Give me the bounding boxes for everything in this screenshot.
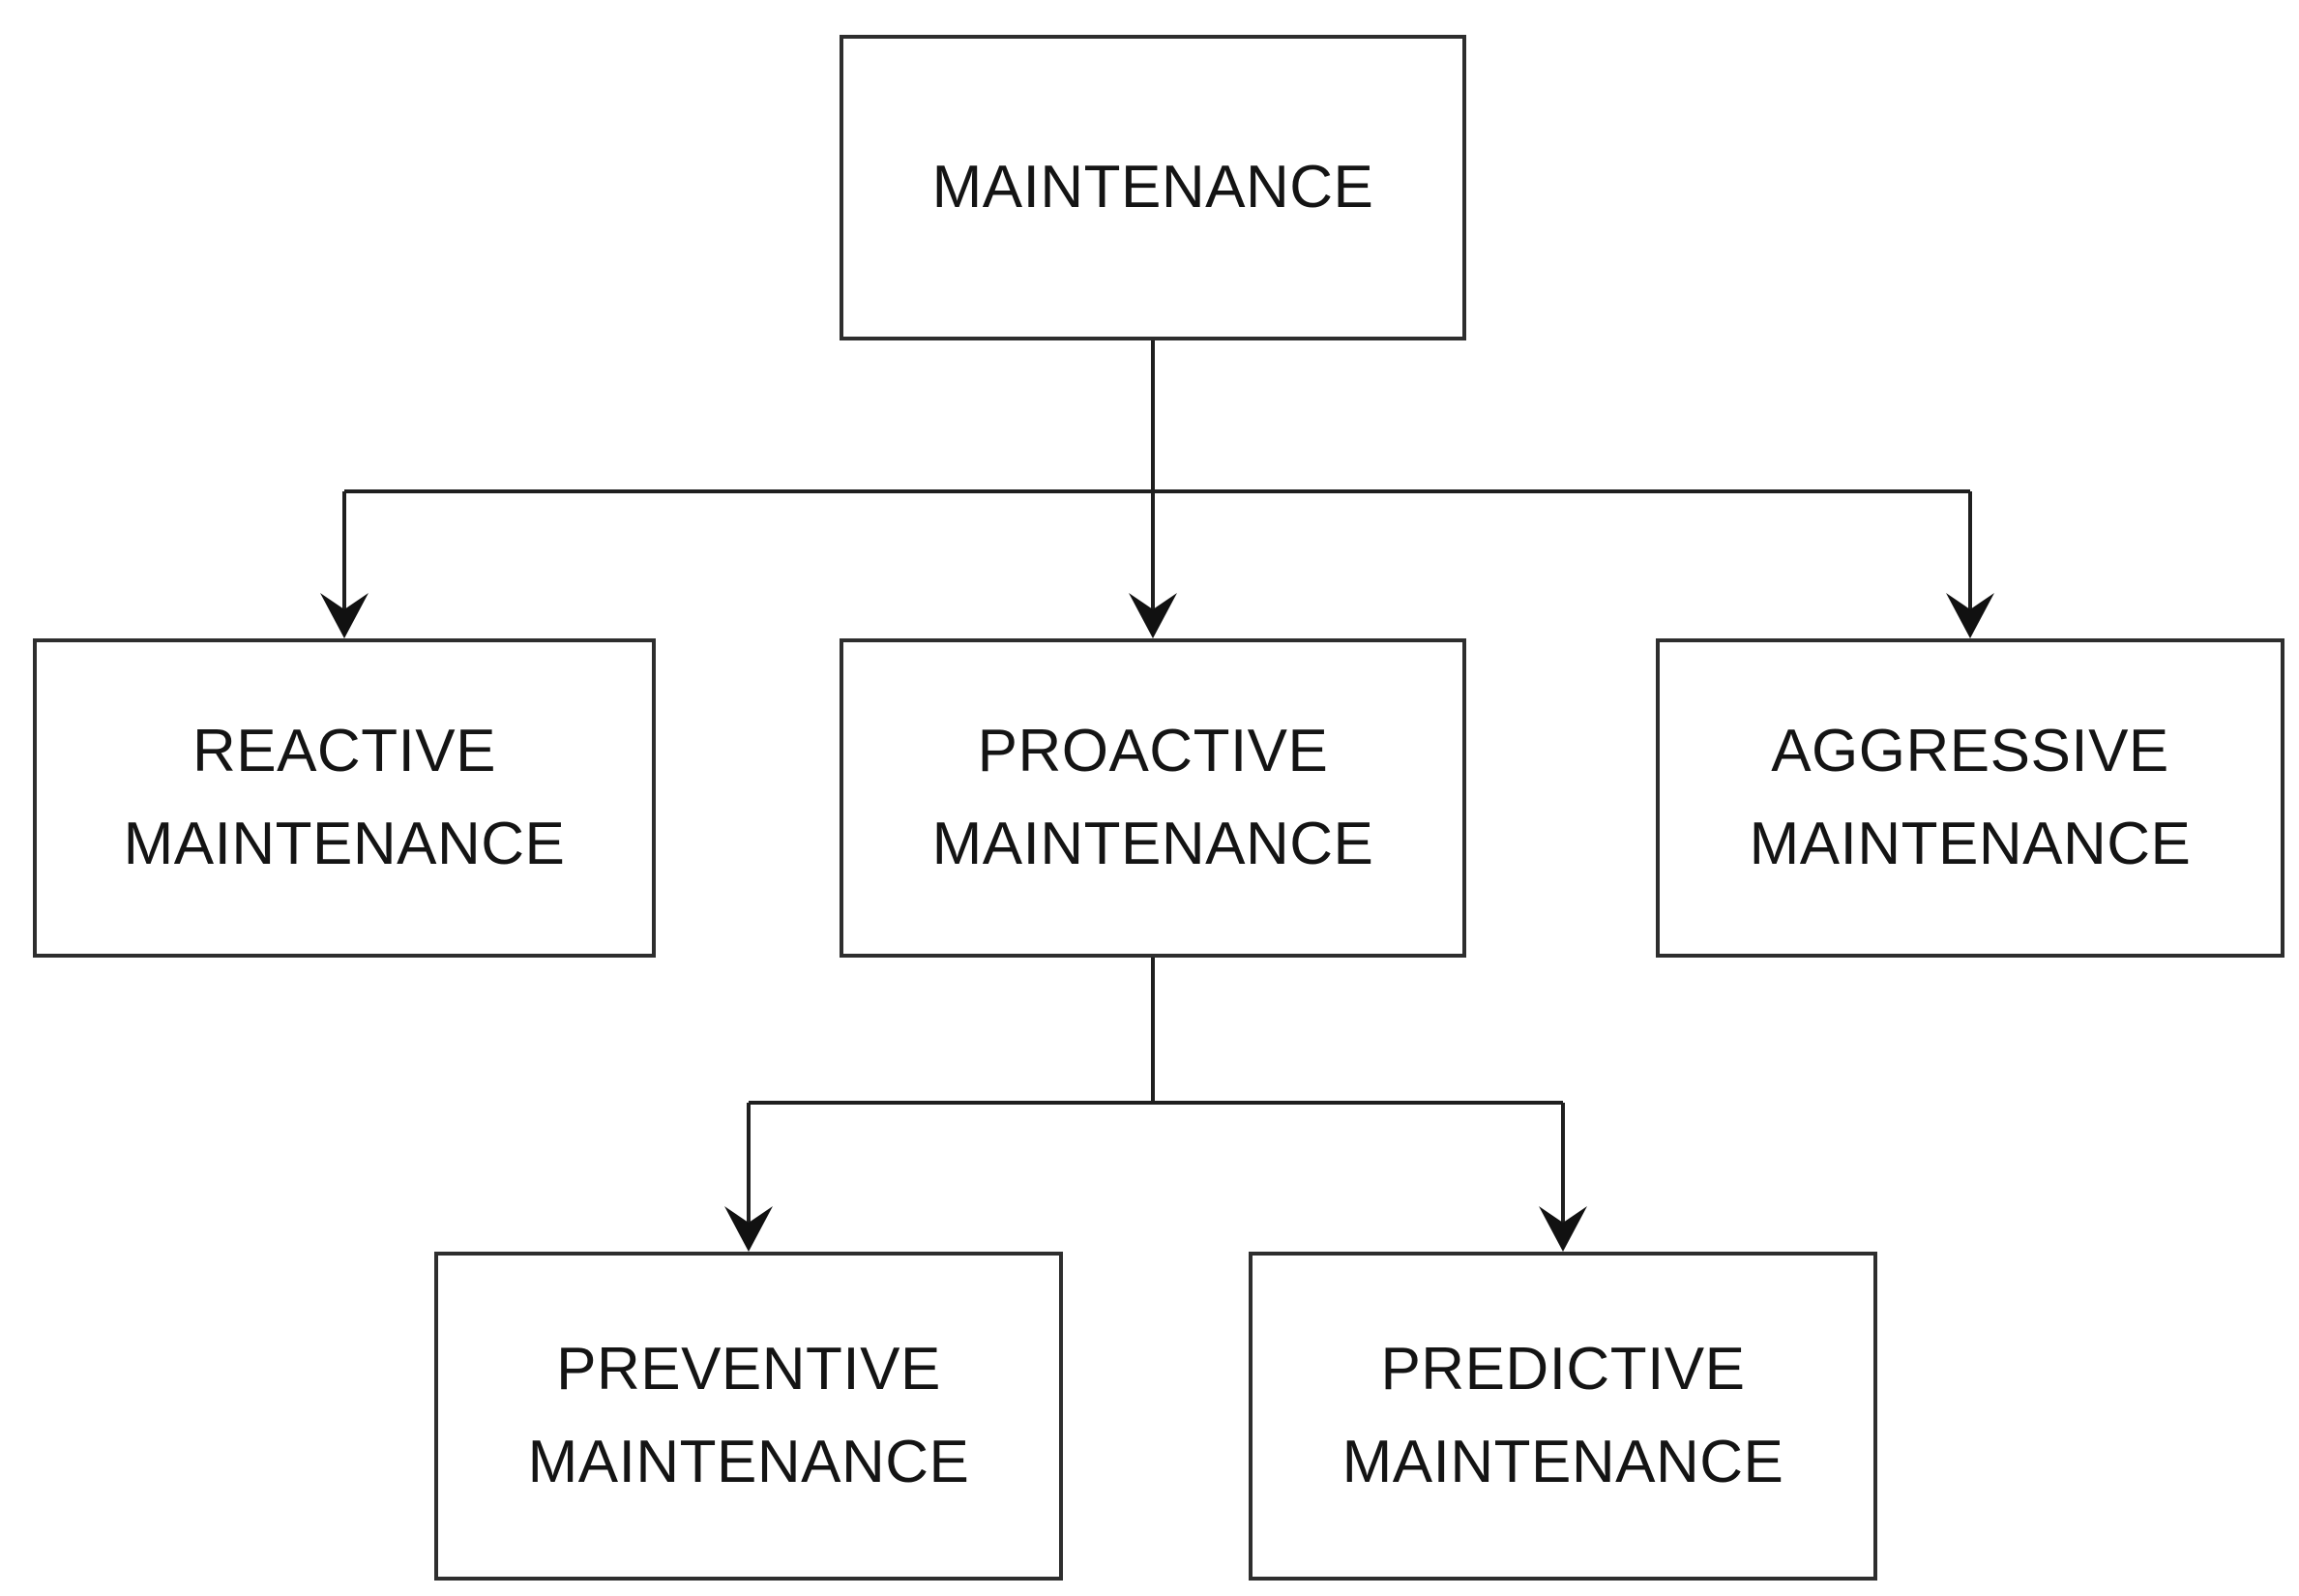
arrowhead-proactive-icon (1129, 593, 1177, 638)
node-reactive-maintenance-label: REACTIVE MAINTENANCE (123, 717, 566, 877)
node-preventive-maintenance-label: PREVENTIVE MAINTENANCE (527, 1335, 970, 1495)
arrowhead-predictive-icon (1539, 1206, 1587, 1252)
node-predictive-maintenance-label: PREDICTIVE MAINTENANCE (1341, 1335, 1784, 1495)
node-maintenance-label: MAINTENANCE (931, 153, 1374, 221)
node-reactive-maintenance: REACTIVE MAINTENANCE (33, 638, 656, 958)
node-proactive-maintenance-label: PROACTIVE MAINTENANCE (931, 717, 1374, 877)
node-preventive-maintenance: PREVENTIVE MAINTENANCE (434, 1252, 1063, 1581)
node-predictive-maintenance: PREDICTIVE MAINTENANCE (1249, 1252, 1877, 1581)
node-maintenance: MAINTENANCE (840, 35, 1466, 340)
arrowhead-reactive-icon (320, 593, 368, 638)
node-proactive-maintenance: PROACTIVE MAINTENANCE (840, 638, 1466, 958)
node-aggressive-maintenance: AGGRESSIVE MAINTENANCE (1656, 638, 2284, 958)
arrowhead-aggressive-icon (1946, 593, 1994, 638)
node-aggressive-maintenance-label: AGGRESSIVE MAINTENANCE (1749, 717, 2192, 877)
arrowhead-preventive-icon (724, 1206, 773, 1252)
